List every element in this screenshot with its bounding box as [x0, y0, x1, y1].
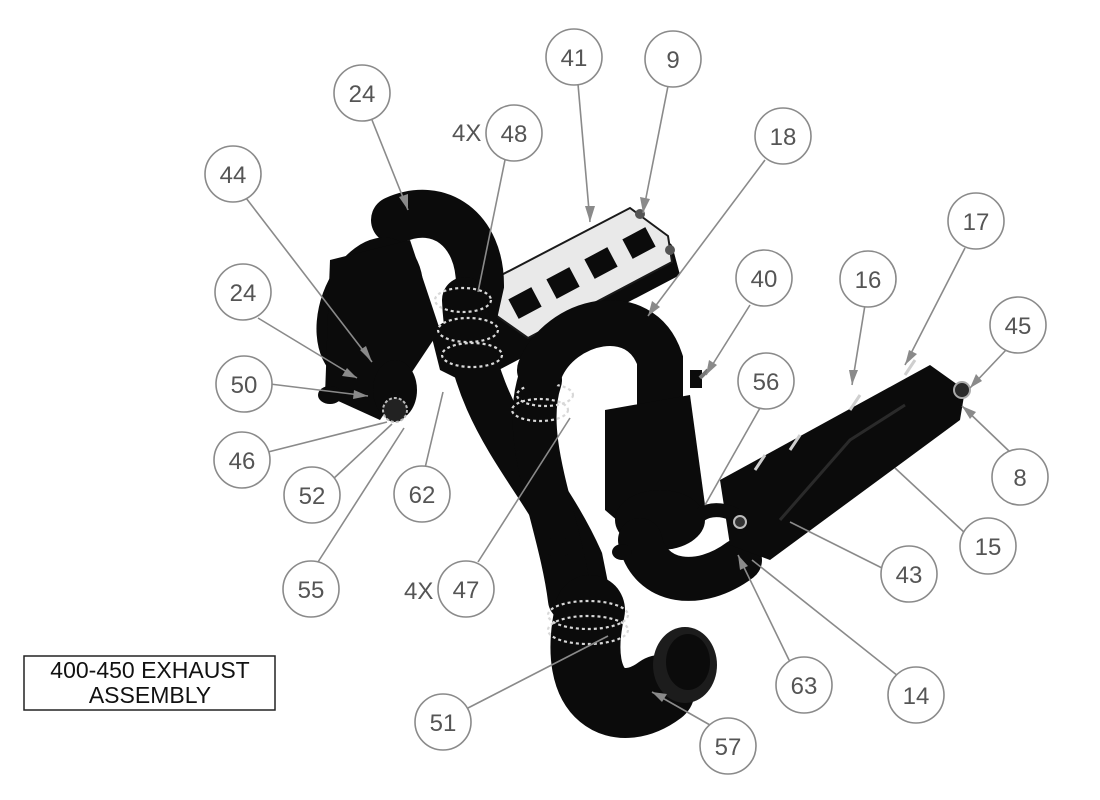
tailpipe-outlet: [546, 575, 717, 738]
svg-text:44: 44: [220, 162, 247, 189]
svg-text:56: 56: [753, 369, 780, 396]
arrow-40: [706, 360, 717, 375]
leader-43: [789, 521, 883, 569]
leader-41: [577, 83, 591, 223]
svg-text:48: 48: [501, 121, 528, 148]
svg-text:14: 14: [903, 683, 930, 710]
leader-47: [477, 417, 571, 563]
leader-44: [245, 197, 373, 363]
svg-text:46: 46: [229, 448, 256, 475]
arrow-41: [585, 206, 595, 222]
balloon-47: 47: [437, 560, 495, 618]
balloon-16: 16: [839, 250, 897, 308]
leader-14: [751, 559, 899, 677]
balloon-50: 50: [215, 355, 273, 413]
arrowheads: [342, 194, 982, 702]
balloon-43: 43: [880, 545, 938, 603]
balloon-44: 44: [204, 145, 262, 203]
right-catalytic-converter: [517, 300, 762, 601]
lower-exhaust-manifold: [696, 359, 971, 560]
svg-text:43: 43: [896, 562, 923, 589]
svg-text:45: 45: [1005, 313, 1032, 340]
arrow-57: [652, 692, 667, 702]
balloon-48: 48: [485, 104, 543, 162]
svg-text:52: 52: [299, 483, 326, 510]
svg-text:63: 63: [791, 673, 818, 700]
exhaust-assembly-drawing: [316, 189, 971, 738]
balloon-46: 46: [213, 431, 271, 489]
leader-18: [647, 159, 766, 317]
arrow-17: [905, 350, 917, 365]
balloon-56: 56: [737, 352, 795, 410]
leader-51: [467, 635, 609, 709]
title-line-1: 400-450 EXHAUST: [50, 657, 249, 683]
arrow-8: [962, 406, 976, 419]
arrow-45: [970, 374, 982, 388]
svg-text:41: 41: [561, 45, 588, 72]
arrow-50: [353, 390, 368, 399]
svg-text:24: 24: [230, 280, 257, 307]
leader-56: [704, 407, 761, 506]
arrow-9: [640, 197, 650, 213]
balloon-24-upper: 24: [333, 64, 391, 122]
svg-text:24: 24: [349, 81, 376, 108]
balloon-15: 15: [959, 517, 1017, 575]
item-balloons: 41 9 24 48 18 44 17 40 16 24 45 50 56 46…: [204, 28, 1049, 775]
balloon-57: 57: [699, 717, 757, 775]
leader-50: [269, 383, 369, 397]
balloon-40: 40: [735, 249, 793, 307]
leader-62: [424, 391, 444, 469]
balloon-45: 45: [989, 296, 1047, 354]
balloon-55: 55: [282, 560, 340, 618]
leader-46: [267, 421, 388, 453]
arrow-16: [849, 370, 858, 385]
arrow-24b: [342, 368, 357, 378]
balloon-52: 52: [283, 466, 341, 524]
balloon-24-lower: 24: [214, 263, 272, 321]
balloon-9: 9: [644, 30, 702, 88]
leader-lines: [245, 83, 1011, 726]
leader-63: [737, 554, 791, 663]
svg-text:9: 9: [666, 47, 679, 74]
arrow-24a: [399, 194, 408, 210]
svg-text:15: 15: [975, 534, 1002, 561]
title-line-2: ASSEMBLY: [89, 682, 211, 708]
svg-text:17: 17: [963, 209, 990, 236]
left-catalytic-converter: [316, 189, 505, 423]
svg-text:8: 8: [1013, 465, 1026, 492]
svg-text:47: 47: [453, 577, 480, 604]
arrow-18: [648, 301, 660, 316]
leader-55: [317, 427, 405, 563]
balloon-17: 17: [947, 192, 1005, 250]
leader-9: [642, 85, 669, 214]
svg-text:18: 18: [770, 124, 797, 151]
balloon-8: 8: [991, 448, 1049, 506]
svg-text:50: 50: [231, 372, 258, 399]
svg-text:55: 55: [298, 577, 325, 604]
balloon-63: 63: [775, 656, 833, 714]
leader-48: [477, 159, 506, 293]
leader-15: [894, 467, 967, 535]
balloon-41: 41: [545, 28, 603, 86]
balloon-62: 62: [393, 465, 451, 523]
leader-17: [904, 247, 966, 366]
svg-text:40: 40: [751, 266, 778, 293]
balloon-14: 14: [887, 666, 945, 724]
svg-text:57: 57: [715, 734, 742, 761]
svg-text:51: 51: [430, 710, 457, 737]
balloon-18: 18: [754, 107, 812, 165]
qty-label-48: 4X: [452, 120, 481, 147]
leader-24b: [257, 317, 358, 379]
arrow-44: [360, 346, 372, 362]
title-block: 400-450 EXHAUST ASSEMBLY: [23, 655, 276, 711]
svg-text:16: 16: [855, 267, 882, 294]
qty-label-47: 4X: [404, 578, 433, 605]
svg-text:62: 62: [409, 482, 436, 509]
arrow-63: [738, 555, 748, 570]
leader-24a: [371, 119, 409, 211]
balloon-51: 51: [414, 693, 472, 751]
leader-52: [331, 423, 393, 481]
